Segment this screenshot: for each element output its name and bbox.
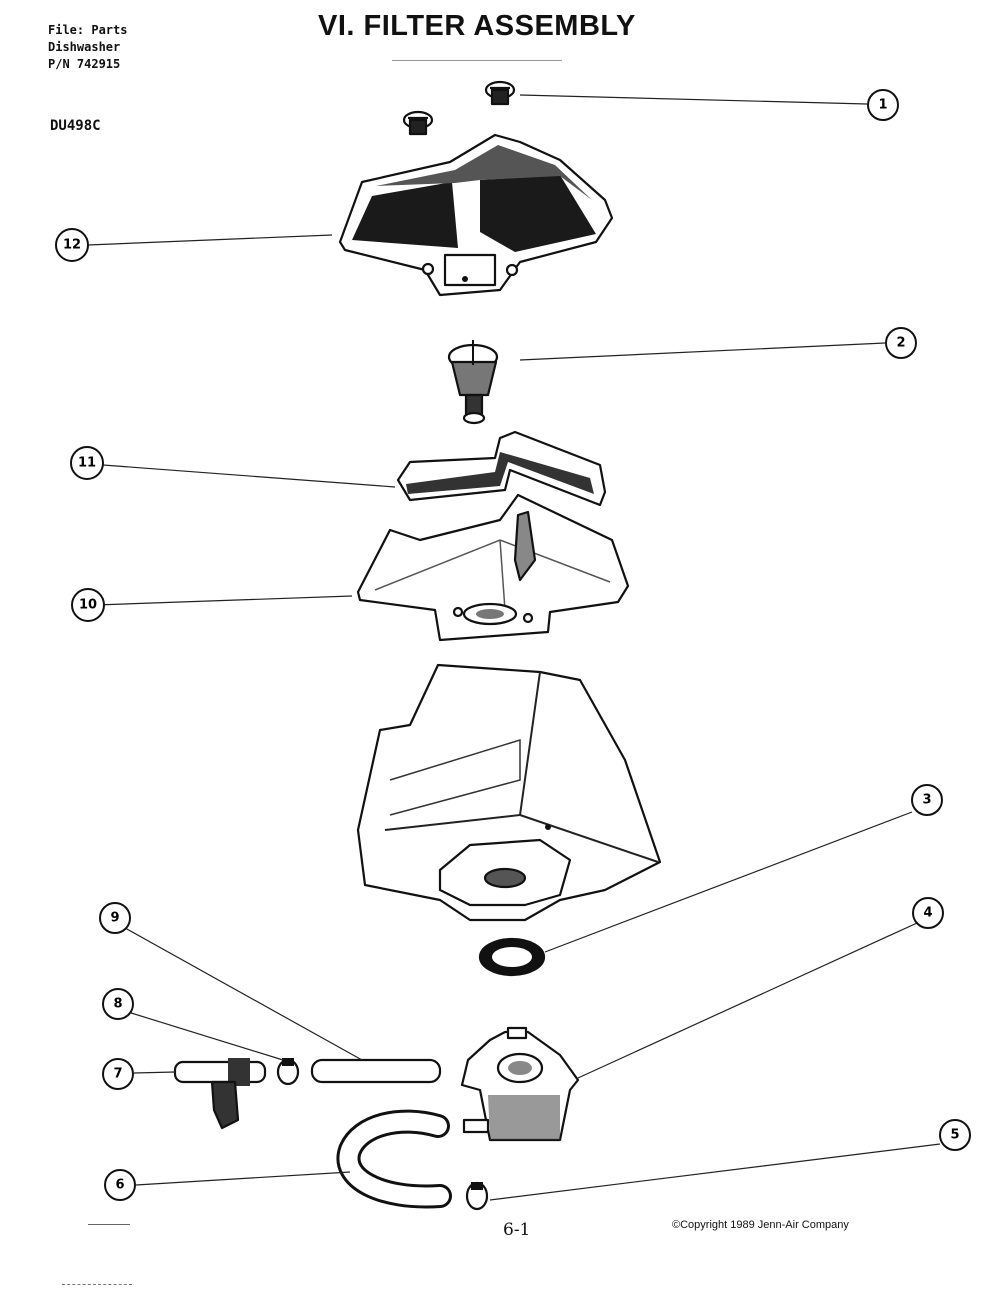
callout-3: 3: [911, 784, 943, 816]
callout-11-label: 11: [78, 456, 96, 471]
callout-6-label: 6: [115, 1178, 124, 1193]
screw-right: [484, 80, 516, 106]
part-5-clamp: [465, 1181, 489, 1211]
document-header: File: Parts Dishwasher P/N 742915: [48, 22, 127, 73]
footer-rule-left: [88, 1224, 130, 1225]
callout-12-label: 12: [63, 238, 81, 253]
product-line: Dishwasher: [48, 40, 121, 54]
callout-8: 8: [102, 988, 134, 1020]
sump-housing: [356, 663, 662, 922]
part-3-seal-ring: [478, 937, 546, 977]
callout-2: 2: [885, 327, 917, 359]
part-4-pump-body: [460, 1026, 580, 1142]
part-12-filter-screen: [338, 133, 614, 297]
callout-8-label: 8: [113, 997, 122, 1012]
callout-9-label: 9: [110, 911, 119, 926]
callout-10-label: 10: [79, 598, 97, 613]
page-number: 6-1: [503, 1220, 531, 1240]
part-number-line: P/N 742915: [48, 57, 121, 71]
leader-lines: [87, 94, 941, 1201]
callout-11: 11: [70, 446, 104, 480]
callout-2-label: 2: [896, 336, 905, 351]
callout-7-label: 7: [113, 1067, 122, 1082]
screw-left: [402, 110, 434, 136]
part-11-gasket: [396, 430, 607, 507]
part-2-check-valve: [447, 340, 499, 425]
callout-7: 7: [102, 1058, 134, 1090]
callout-9: 9: [99, 902, 131, 934]
footer-rule-bottom: [62, 1284, 132, 1285]
file-line: File: Parts: [48, 23, 128, 37]
callout-12: 12: [55, 228, 89, 262]
model-number: DU498C: [50, 118, 101, 134]
page-title: VI. FILTER ASSEMBLY: [318, 10, 636, 42]
part-8-clamp: [276, 1058, 300, 1086]
callout-10: 10: [71, 588, 105, 622]
callout-1: 1: [867, 89, 899, 121]
part-7-fitting: [173, 1058, 267, 1130]
callout-4: 4: [912, 897, 944, 929]
part-10-filter-housing: [356, 493, 630, 642]
part-1-screws: [402, 80, 516, 136]
part-9-tube: [310, 1058, 442, 1084]
callout-5-label: 5: [950, 1128, 959, 1143]
copyright-notice: ©Copyright 1989 Jenn-Air Company: [672, 1219, 849, 1231]
title-underline: [392, 60, 562, 61]
callout-5: 5: [939, 1119, 971, 1151]
callout-1-label: 1: [878, 98, 887, 113]
callout-4-label: 4: [923, 906, 932, 921]
callout-6: 6: [104, 1169, 136, 1201]
callout-3-label: 3: [922, 793, 931, 808]
part-6-hose: [336, 1109, 452, 1209]
